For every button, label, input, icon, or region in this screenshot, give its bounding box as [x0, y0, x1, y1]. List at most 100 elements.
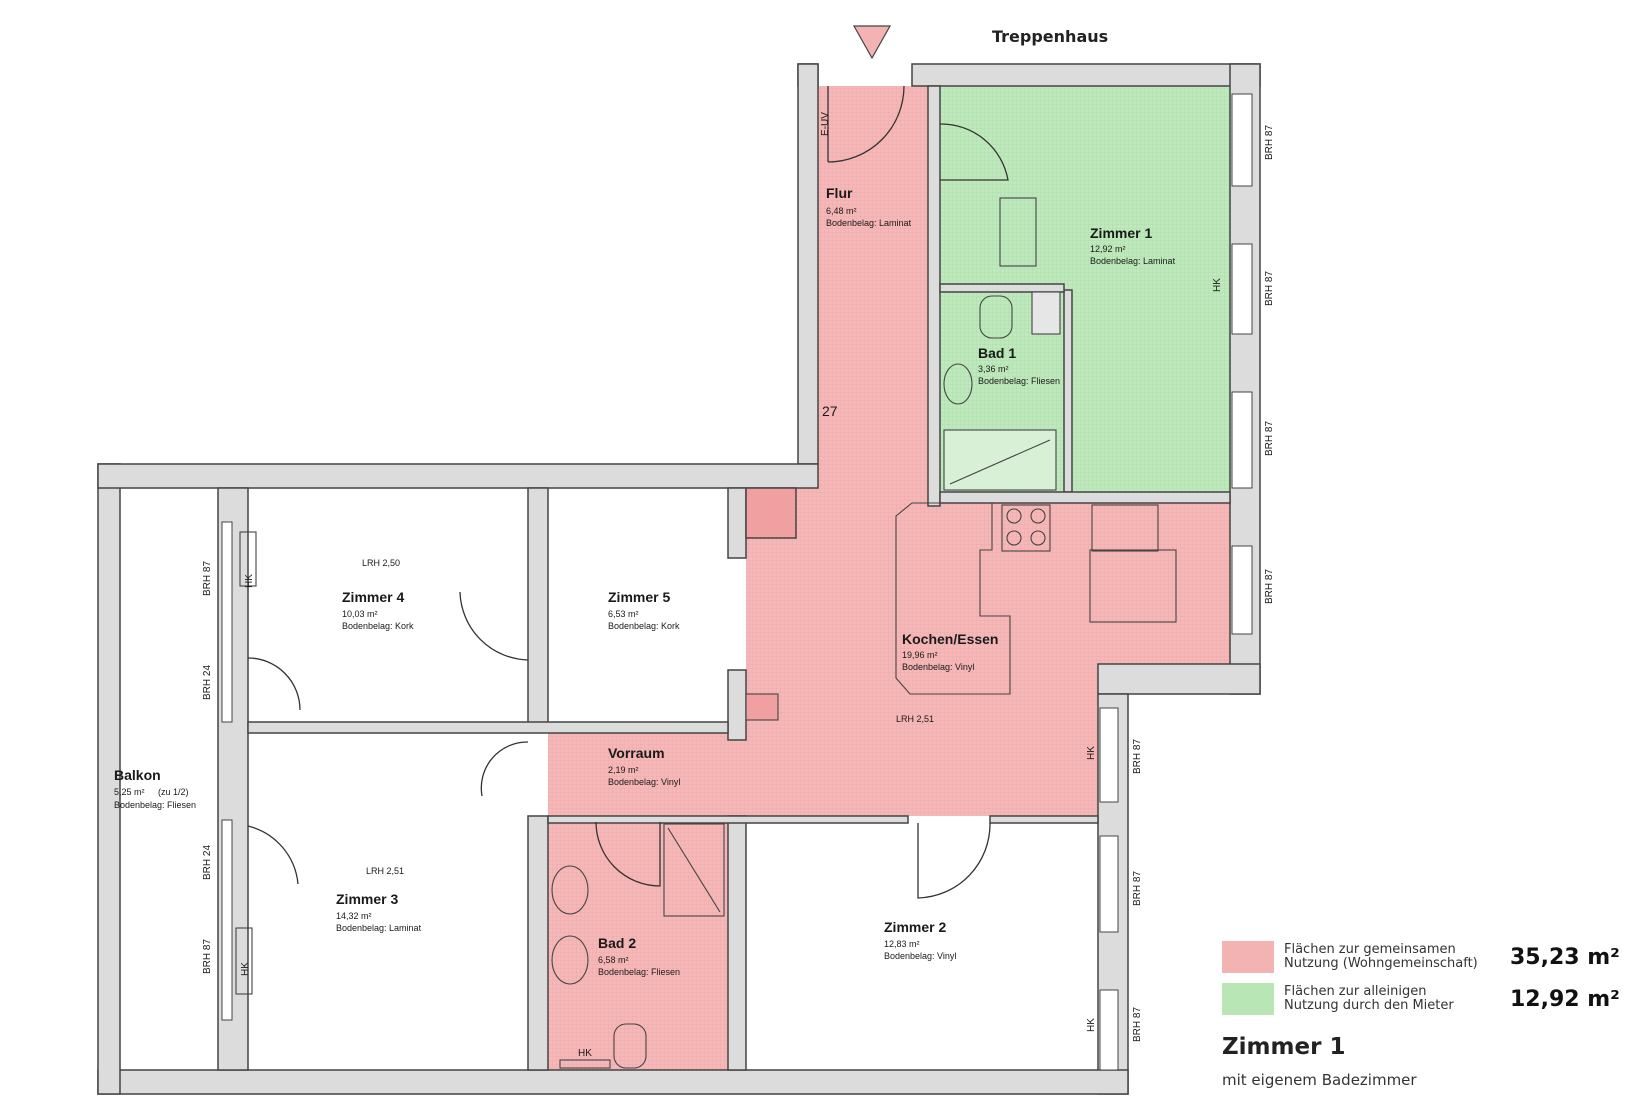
bad2-floor: Bodenbelag: Fliesen — [598, 967, 680, 977]
sink-bad1 — [943, 363, 973, 405]
brh-z2-a: BRH 87 — [1132, 871, 1143, 906]
summary-title: Zimmer 1 — [1222, 1034, 1346, 1060]
shower-bad2 — [663, 823, 725, 917]
bad2-name: Bad 2 — [598, 935, 636, 951]
vorraum-area — [548, 733, 746, 816]
zimmer3-lrh: LRH 2,51 — [366, 866, 404, 876]
window-z4 — [221, 521, 233, 723]
hk-z1: HK — [1212, 278, 1223, 292]
wall-top-left — [797, 63, 819, 465]
hk-z4: HK — [244, 574, 255, 588]
legend-row-shared: Flächen zur gemeinsamen Nutzung (Wohngem… — [1222, 936, 1622, 978]
zimmer1-area-label: 12,92 m² — [1090, 244, 1126, 254]
window-kitchen — [1231, 545, 1253, 635]
brh-z4-24: BRH 24 — [202, 665, 213, 700]
wall-bottom — [97, 1069, 1129, 1095]
wardrobe-zimmer1 — [999, 197, 1037, 267]
windows — [221, 93, 1253, 1071]
flur-name: Flur — [826, 185, 853, 201]
wall-z4-z5 — [527, 487, 549, 729]
window-z2-b — [1099, 989, 1119, 1071]
window-z3 — [221, 819, 233, 1021]
brh-z3-87: BRH 87 — [202, 939, 213, 974]
zimmer5-area-label: 6,53 m² — [608, 609, 639, 619]
stove-burner-4 — [1030, 530, 1046, 546]
window-z1-c — [1231, 391, 1253, 489]
brh-z3-24: BRH 24 — [202, 845, 213, 880]
shower-tray-bad1 — [1031, 291, 1061, 335]
entrance-arrow-icon — [852, 25, 892, 60]
shower-bad2-diag — [667, 827, 721, 913]
brh-kitchen: BRH 87 — [1264, 569, 1275, 604]
legend-row-private: Flächen zur alleinigen Nutzung durch den… — [1222, 978, 1622, 1020]
flur-area-label: 6,48 m² — [826, 206, 857, 216]
brh-z1-a: BRH 87 — [1264, 125, 1275, 160]
bathtub-bad1-drain — [949, 439, 1051, 485]
legend-swatch-private — [1222, 983, 1274, 1015]
kochen-floor: Bodenbelag: Vinyl — [902, 662, 974, 672]
hk-bad2: HK — [578, 1048, 592, 1059]
door-balkon-z4 — [247, 657, 301, 711]
flur-floor: Bodenbelag: Laminat — [826, 218, 912, 228]
dimension-27: 27 — [822, 403, 838, 419]
bad1-area-label: 3,36 m² — [978, 364, 1009, 374]
window-z1-b — [1231, 243, 1253, 335]
wall-hall-bottom — [547, 815, 909, 824]
sink-bad2-a — [551, 865, 589, 915]
wall-bad2-z2 — [727, 815, 747, 1071]
legend-shared-line1: Flächen zur gemeinsamen — [1284, 942, 1456, 957]
fixtures — [235, 197, 1177, 1069]
window-hall — [1099, 707, 1119, 803]
summary-subtitle: mit eigenem Badezimmer — [1222, 1071, 1417, 1089]
wall-bad1-top — [939, 283, 1065, 293]
wall-z3-bad2 — [527, 815, 549, 1071]
flur-area — [818, 86, 928, 488]
zimmer1-name: Zimmer 1 — [1090, 225, 1152, 241]
zimmer4-name: Zimmer 4 — [342, 589, 404, 605]
annotations: BRH 87 BRH 87 BRH 87 BRH 87 BRH 87 BRH 8… — [202, 112, 1275, 1059]
zimmer2-area-label: 12,83 m² — [884, 939, 920, 949]
dining-table — [895, 502, 1011, 695]
wall-hall-bottom-b — [989, 815, 1099, 824]
column-hall — [745, 487, 797, 539]
vorraum-floor: Bodenbelag: Vinyl — [608, 777, 680, 787]
balkon-area-label: 5,25 m² — [114, 787, 145, 797]
stairwell-label: Treppenhaus — [992, 27, 1108, 46]
wall-z5-hall-b — [727, 669, 747, 741]
wall-flur-zimmer1 — [927, 85, 941, 507]
brh-z1-c: BRH 87 — [1264, 421, 1275, 456]
zimmer4-lrh: LRH 2,50 — [362, 558, 400, 568]
vorraum-area-label: 2,19 m² — [608, 765, 639, 775]
wall-row-mid — [247, 721, 729, 734]
bad2-area-label: 6,58 m² — [598, 955, 629, 965]
zimmer1-floor: Bodenbelag: Laminat — [1090, 256, 1176, 266]
zimmer3-area-label: 14,32 m² — [336, 911, 372, 921]
hk-z3: HK — [240, 962, 251, 976]
zimmer3-name: Zimmer 3 — [336, 891, 398, 907]
stove-burner-1 — [1006, 508, 1022, 524]
door-zimmer3 — [480, 741, 529, 797]
legend-private-value: 12,92 m² — [1510, 986, 1620, 1012]
zimmer1-area — [940, 86, 1230, 492]
balkon-note: (zu 1/2) — [158, 787, 189, 797]
radiator-z4 — [239, 531, 257, 587]
kochen-area-label: 19,96 m² — [902, 650, 938, 660]
room-labels: Flur 6,48 m² Bodenbelag: Laminat Zimmer … — [114, 185, 1176, 977]
legend-text-private: Flächen zur alleinigen Nutzung durch den… — [1284, 985, 1504, 1013]
kitchen-sink — [1091, 504, 1159, 552]
legend-text-shared: Flächen zur gemeinsamen Nutzung (Wohngem… — [1284, 943, 1504, 971]
zimmer2-floor: Bodenbelag: Vinyl — [884, 951, 956, 961]
euv-label: E-UV — [820, 112, 831, 136]
door-balkon-z3 — [247, 825, 299, 885]
kitchen-island — [1089, 549, 1177, 623]
wall-z5-hall — [727, 487, 747, 559]
bad1-name: Bad 1 — [978, 345, 1016, 361]
kochen-name: Kochen/Essen — [902, 631, 998, 647]
zimmer5-floor: Bodenbelag: Kork — [608, 621, 680, 631]
brh-z2-b: BRH 87 — [1132, 1007, 1143, 1042]
radiator-bad2 — [559, 1059, 611, 1069]
kochen-lrh: LRH 2,51 — [896, 714, 934, 724]
sink-bad2-b — [551, 935, 589, 985]
bathtub-bad1 — [943, 429, 1057, 491]
